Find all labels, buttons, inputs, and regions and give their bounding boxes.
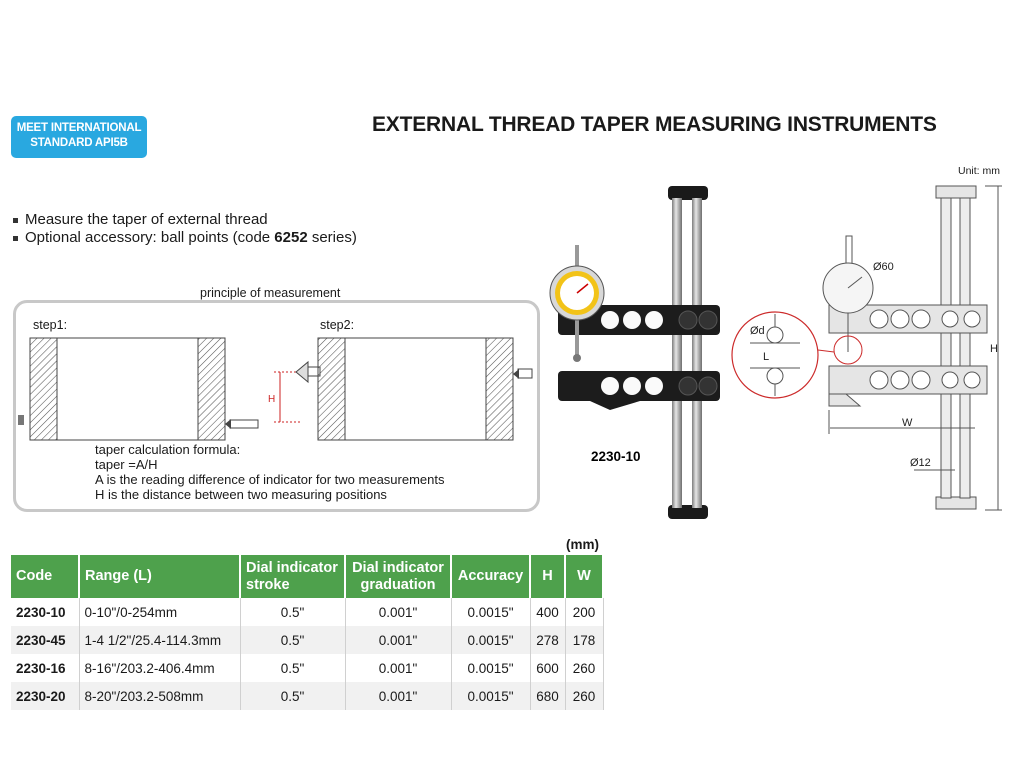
table-row: 2230-45 1-4 1/2"/25.4-114.3mm 0.5" 0.001… [11, 626, 604, 654]
h-label: H [990, 343, 998, 355]
cell-graduation: 0.001" [345, 598, 452, 626]
standard-badge: MEET INTERNATIONAL STANDARD API5B [11, 116, 147, 158]
cell-stroke: 0.5" [240, 654, 346, 682]
formula-line: A is the reading difference of indicator… [95, 472, 445, 487]
table-row: 2230-10 0-10"/0-254mm 0.5" 0.001" 0.0015… [11, 598, 604, 626]
col-h: H [530, 555, 566, 598]
step1-h-dimension: H [268, 360, 321, 423]
cell-graduation: 0.001" [345, 626, 452, 654]
cell-accuracy: 0.0015" [451, 682, 531, 710]
badge-line-2: STANDARD API5B [30, 137, 128, 149]
cell-w: 260 [565, 682, 604, 710]
product-photo [549, 186, 720, 519]
col-code: Code [11, 555, 80, 598]
table-unit: (mm) [566, 537, 599, 552]
feature-text: Measure the taper of external thread [25, 211, 268, 228]
cell-w: 200 [565, 598, 604, 626]
cell-stroke: 0.5" [240, 626, 346, 654]
cell-h: 278 [530, 626, 566, 654]
step2-workpiece [317, 337, 533, 441]
table-row: 2230-20 8-20"/203.2-508mm 0.5" 0.001" 0.… [11, 682, 604, 710]
col-range: Range (L) [79, 555, 241, 598]
phi-d-label: Ød [750, 325, 765, 337]
h-mark: H [268, 394, 275, 405]
cell-range: 8-20"/203.2-508mm [79, 682, 241, 710]
cell-h: 600 [530, 654, 566, 682]
phi60-label: Ø60 [873, 261, 894, 273]
principle-heading: principle of measurement [200, 286, 341, 300]
feature-suffix: series) [307, 229, 357, 246]
page-title: EXTERNAL THREAD TAPER MEASURING INSTRUME… [372, 113, 937, 136]
cell-h: 680 [530, 682, 566, 710]
feature-item: Optional accessory: ball points (code 62… [11, 229, 357, 247]
w-label: W [902, 417, 913, 429]
formula-line: taper calculation formula: [95, 442, 241, 457]
cell-range: 0-10"/0-254mm [79, 598, 241, 626]
dimension-drawing [731, 185, 1002, 511]
cell-range: 8-16"/203.2-406.4mm [79, 654, 241, 682]
cell-w: 178 [565, 626, 604, 654]
feature-list: Measure the taper of external thread Opt… [11, 211, 357, 247]
cell-stroke: 0.5" [240, 682, 346, 710]
table-row: 2230-16 8-16"/203.2-406.4mm 0.5" 0.001" … [11, 654, 604, 682]
principle-box [13, 300, 540, 512]
product-model-label: 2230-10 [591, 449, 641, 464]
accessory-code: 6252 [274, 229, 308, 246]
unit-note: Unit: mm [958, 165, 1000, 177]
feature-text: Optional accessory: ball points (code [25, 229, 275, 246]
badge-line-1: MEET INTERNATIONAL [16, 122, 142, 134]
col-accuracy: Accuracy [451, 555, 531, 598]
cell-stroke: 0.5" [240, 598, 346, 626]
cell-code: 2230-16 [11, 654, 80, 682]
cell-code: 2230-10 [11, 598, 80, 626]
taper-formula: taper calculation formula: taper =A/H A … [95, 442, 445, 502]
cell-graduation: 0.001" [345, 654, 452, 682]
cell-accuracy: 0.0015" [451, 626, 531, 654]
cell-accuracy: 0.0015" [451, 598, 531, 626]
feature-item: Measure the taper of external thread [11, 211, 357, 229]
cell-graduation: 0.001" [345, 682, 452, 710]
step1-label: step1: [33, 318, 68, 332]
col-w: W [565, 555, 604, 598]
cell-accuracy: 0.0015" [451, 654, 531, 682]
l-label: L [763, 351, 769, 363]
cell-code: 2230-45 [11, 626, 80, 654]
cell-code: 2230-20 [11, 682, 80, 710]
cell-h: 400 [530, 598, 566, 626]
formula-line: H is the distance between two measuring … [95, 487, 387, 502]
formula-line: taper =A/H [95, 457, 158, 472]
step1-workpiece [18, 337, 259, 441]
step2-label: step2: [320, 318, 355, 332]
cell-range: 1-4 1/2"/25.4-114.3mm [79, 626, 241, 654]
cell-w: 260 [565, 654, 604, 682]
phi12-label: Ø12 [910, 457, 931, 469]
